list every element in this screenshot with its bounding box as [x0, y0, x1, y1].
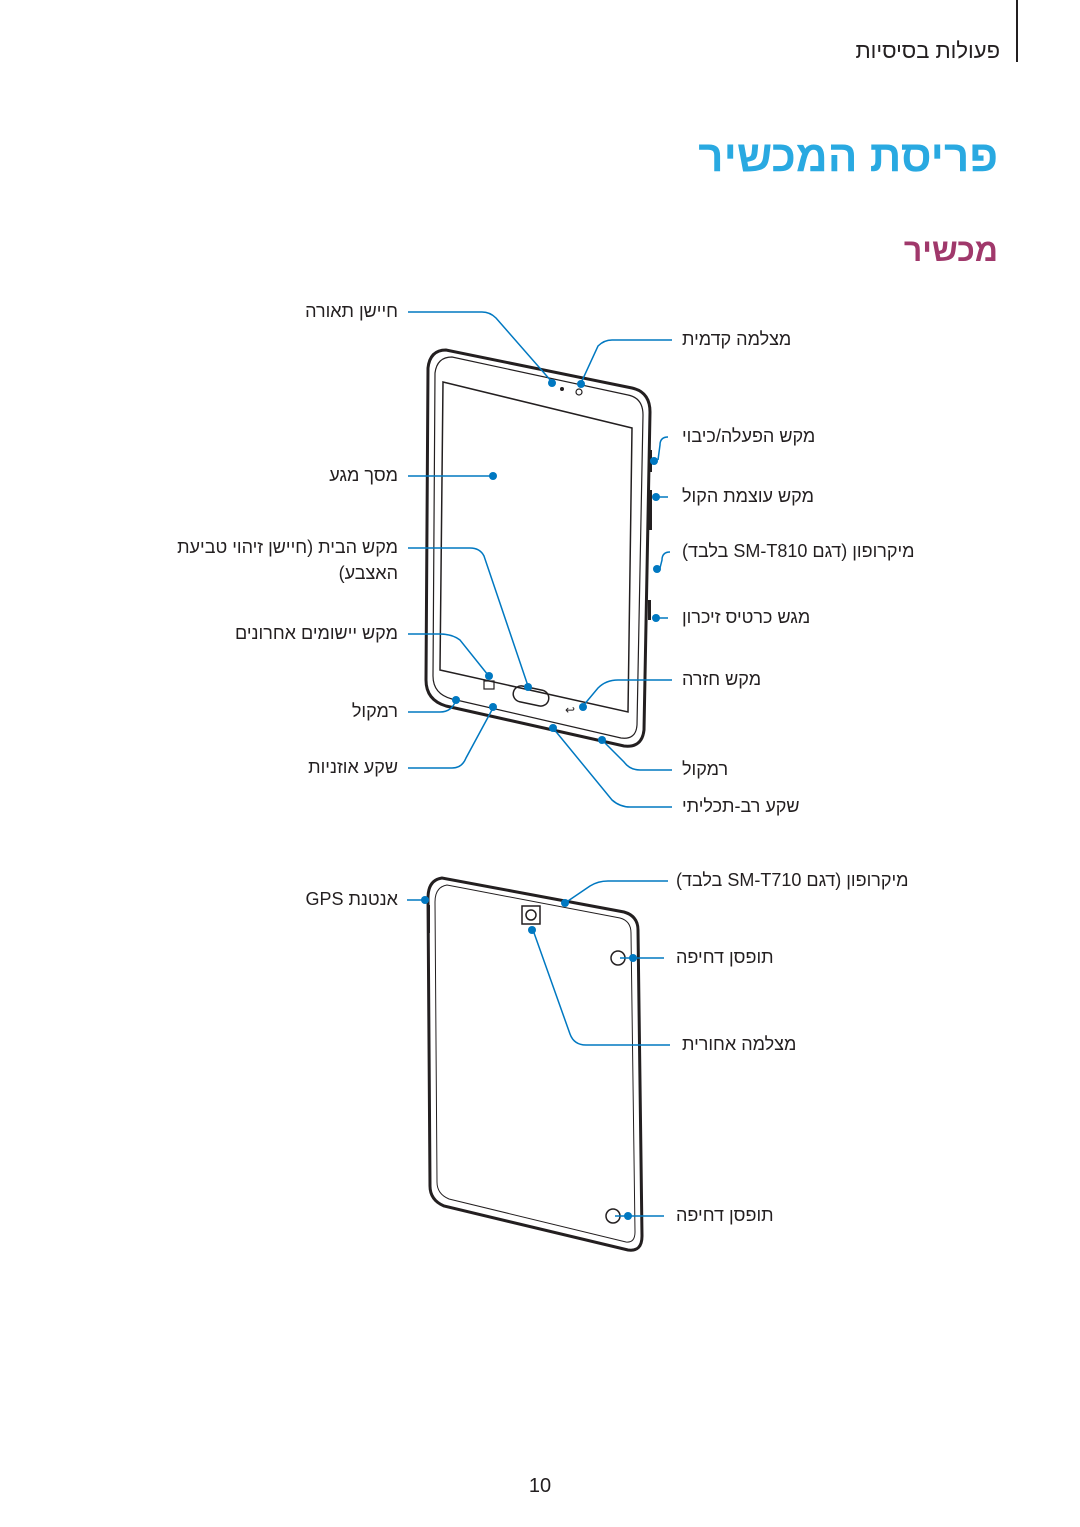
label-touchscreen: מסך מגע [329, 465, 398, 485]
label-multipurpose-jack: שקע רב-תכליתי [682, 796, 800, 816]
label-speaker-left: רמקול [351, 701, 398, 721]
label-light-sensor: חיישן תאורה [305, 301, 398, 321]
back-icon: ↩ [565, 703, 575, 717]
recent-apps-icon [483, 680, 495, 690]
label-back-key: מקש חזרה [682, 669, 762, 689]
label-speaker-right: רמקול [682, 759, 729, 779]
callout-lines [407, 311, 672, 1217]
label-memory-slot: מגש כרטיס זיכרון [682, 607, 811, 627]
label-microphone-t710: מיקרופון (דגם SM-T710 בלבד) [676, 870, 909, 890]
label-gps-antenna: אנטנת GPS [305, 889, 398, 909]
header-rule [1016, 0, 1018, 62]
label-front-camera: מצלמה קדמית [682, 329, 792, 349]
page-number: 10 [528, 1475, 552, 1497]
label-rear-camera: מצלמה אחורית [682, 1034, 797, 1054]
section-title: מכשיר [903, 232, 998, 268]
label-home-key-cont: האצבע) [338, 563, 398, 583]
callout-dots [421, 379, 661, 1220]
label-headset-jack: שקע אוזניות [308, 757, 398, 777]
label-hook-top: תופסן דחיפה [676, 947, 774, 967]
page-title: פריסת המכשיר [698, 132, 998, 181]
label-microphone-t810: מיקרופון (דגם SM-T810 בלבד) [682, 541, 915, 561]
label-volume-key: מקש עוצמת הקול [682, 486, 814, 506]
section-header: פעולות בסיסיות [855, 38, 1000, 63]
tablet-front-illustration: ↩ [424, 348, 652, 748]
label-recent-apps: מקש יישומים אחרונים [235, 623, 398, 643]
label-hook-bottom: תופסן דחיפה [676, 1205, 774, 1225]
label-home-key: מקש הבית (חיישן זיהוי טביעת [177, 537, 398, 557]
label-power-key: מקש הפעלה/כיבוי [682, 426, 816, 446]
